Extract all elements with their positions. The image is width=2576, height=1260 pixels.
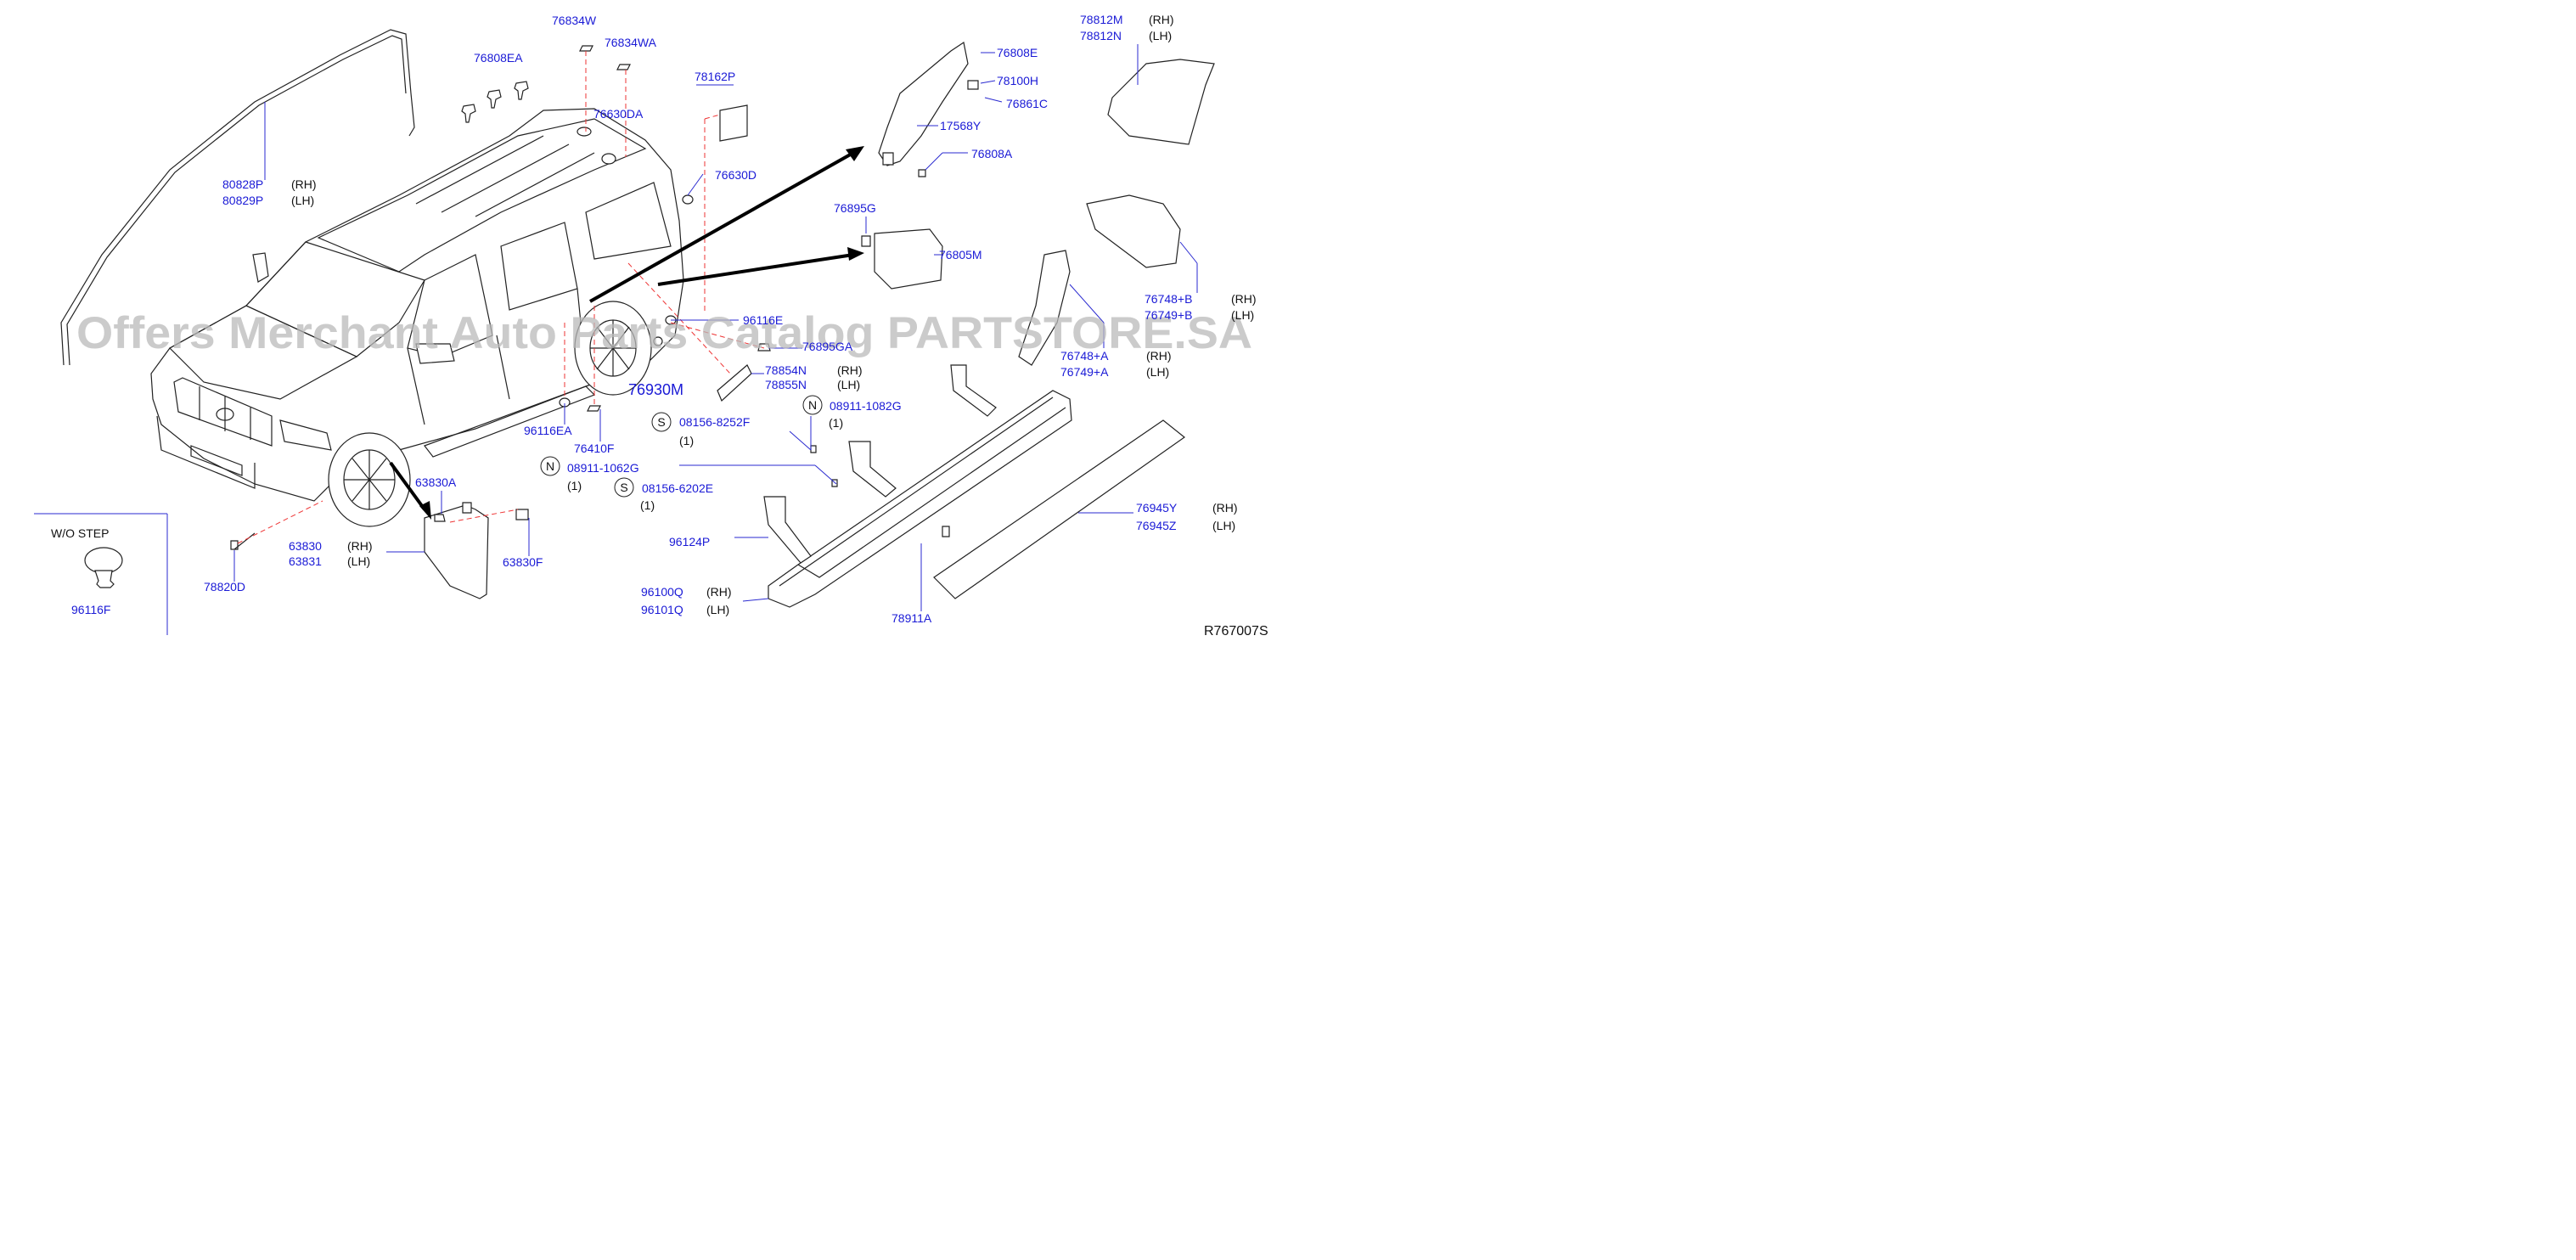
- qty-08911-1082G: (1): [829, 416, 843, 430]
- symbol-s-08156-6202e: S: [620, 481, 627, 494]
- label-76930M[interactable]: 76930M: [628, 381, 683, 398]
- label-78162P[interactable]: 78162P: [695, 70, 735, 83]
- label-96116EA[interactable]: 96116EA: [524, 424, 572, 437]
- label-76749B[interactable]: 76749+B: [1145, 308, 1192, 322]
- label-76834WA[interactable]: 76834WA: [605, 36, 657, 49]
- pointer-arrows: [389, 146, 864, 520]
- qty-08156-6202E: (1): [640, 498, 655, 512]
- label-76748A[interactable]: 76748+A: [1060, 349, 1109, 363]
- label-76748B[interactable]: 76748+B: [1145, 292, 1192, 306]
- label-78812M[interactable]: 78812M: [1080, 13, 1123, 26]
- clip-76808ea-illustration: [461, 81, 529, 123]
- label-76945Y[interactable]: 76945Y: [1136, 501, 1178, 515]
- label-63830F[interactable]: 63830F: [503, 555, 543, 569]
- label-76749A[interactable]: 76749+A: [1060, 365, 1109, 379]
- part-labels: 80828P (RH) 80829P (LH) 76808EA 76834W 7…: [51, 13, 1257, 625]
- label-78812M-side: (RH): [1149, 13, 1174, 26]
- inset-title: W/O STEP: [51, 526, 109, 540]
- label-76808A[interactable]: 76808A: [971, 147, 1013, 160]
- label-96124P[interactable]: 96124P: [669, 535, 710, 548]
- symbol-s-08156-8252f: S: [657, 415, 665, 429]
- label-63830[interactable]: 63830: [289, 539, 322, 553]
- watermark: Offers Merchant Auto Parts Catalog PARTS…: [76, 308, 1252, 358]
- label-78812N-side: (LH): [1149, 29, 1172, 42]
- qty-08911-1062G: (1): [567, 479, 582, 492]
- rear-wheelhouse-parts-illustration: [861, 42, 1215, 366]
- label-76834W[interactable]: 76834W: [552, 14, 597, 27]
- label-80829P-side: (LH): [291, 194, 314, 207]
- label-78855N[interactable]: 78855N: [765, 378, 807, 391]
- label-96101Q-side: (LH): [706, 603, 729, 616]
- label-63831-side: (LH): [347, 554, 370, 568]
- label-76895GA[interactable]: 76895GA: [802, 340, 853, 353]
- label-96116F[interactable]: 96116F: [71, 603, 110, 616]
- label-78820D[interactable]: 78820D: [204, 580, 245, 593]
- front-mud-guard-illustration: [230, 502, 529, 599]
- label-96100Q-side: (RH): [706, 585, 732, 599]
- label-76748A-side: (RH): [1146, 349, 1172, 363]
- leader-lines: [233, 44, 1198, 611]
- wo-step-inset: [34, 513, 168, 635]
- label-08911-1082G[interactable]: 08911-1082G: [830, 399, 902, 413]
- label-76630D[interactable]: 76630D: [715, 168, 756, 182]
- label-08911-1062G[interactable]: 08911-1062G: [567, 461, 639, 475]
- label-78854N[interactable]: 78854N: [765, 363, 807, 377]
- vehicle-illustration: [150, 108, 684, 527]
- parts-diagram: S N N S Offers Merchant Auto Parts Catal…: [34, 13, 1268, 638]
- label-76808EA[interactable]: 76808EA: [474, 51, 523, 65]
- label-08156-6202E[interactable]: 08156-6202E: [642, 481, 713, 495]
- diagram-reference-code: R767007S: [1204, 624, 1268, 638]
- label-80828P[interactable]: 80828P: [222, 177, 263, 191]
- label-76945Z[interactable]: 76945Z: [1136, 519, 1177, 532]
- running-board-illustration: [763, 364, 1185, 608]
- symbol-n-08911-1082g: N: [808, 398, 817, 412]
- symbol-circles: S N N S: [540, 395, 823, 498]
- label-63830A[interactable]: 63830A: [415, 475, 457, 489]
- label-96100Q[interactable]: 96100Q: [641, 585, 683, 599]
- assembly-dashed-lines: [237, 51, 765, 544]
- label-76895G[interactable]: 76895G: [834, 201, 876, 215]
- label-78855N-side: (LH): [837, 378, 860, 391]
- label-17568Y[interactable]: 17568Y: [940, 119, 981, 132]
- label-08156-8252F[interactable]: 08156-8252F: [679, 415, 750, 429]
- windshield-molding-illustration: [60, 29, 415, 366]
- label-76945Y-side: (RH): [1212, 501, 1238, 515]
- label-78812N[interactable]: 78812N: [1080, 29, 1122, 42]
- label-78911A[interactable]: 78911A: [891, 611, 932, 625]
- label-76861C[interactable]: 76861C: [1006, 97, 1048, 110]
- qty-08156-8252F: (1): [679, 434, 694, 447]
- label-76630DA[interactable]: 76630DA: [593, 107, 644, 121]
- label-96101Q[interactable]: 96101Q: [641, 603, 683, 616]
- label-76749A-side: (LH): [1146, 365, 1169, 379]
- label-80828P-side: (RH): [291, 177, 317, 191]
- label-76808E[interactable]: 76808E: [997, 46, 1038, 59]
- label-96116E[interactable]: 96116E: [743, 313, 783, 327]
- label-76805M[interactable]: 76805M: [939, 248, 982, 262]
- small-parts-illustration: [559, 45, 771, 412]
- label-76410F[interactable]: 76410F: [574, 442, 614, 455]
- label-76749B-side: (LH): [1231, 308, 1254, 322]
- label-78100H[interactable]: 78100H: [997, 74, 1038, 87]
- label-76748B-side: (RH): [1231, 292, 1257, 306]
- symbol-n-08911-1062g: N: [546, 459, 554, 473]
- label-63831[interactable]: 63831: [289, 554, 322, 568]
- label-80829P[interactable]: 80829P: [222, 194, 263, 207]
- label-63830-side: (RH): [347, 539, 373, 553]
- label-78854N-side: (RH): [837, 363, 863, 377]
- label-76945Z-side: (LH): [1212, 519, 1235, 532]
